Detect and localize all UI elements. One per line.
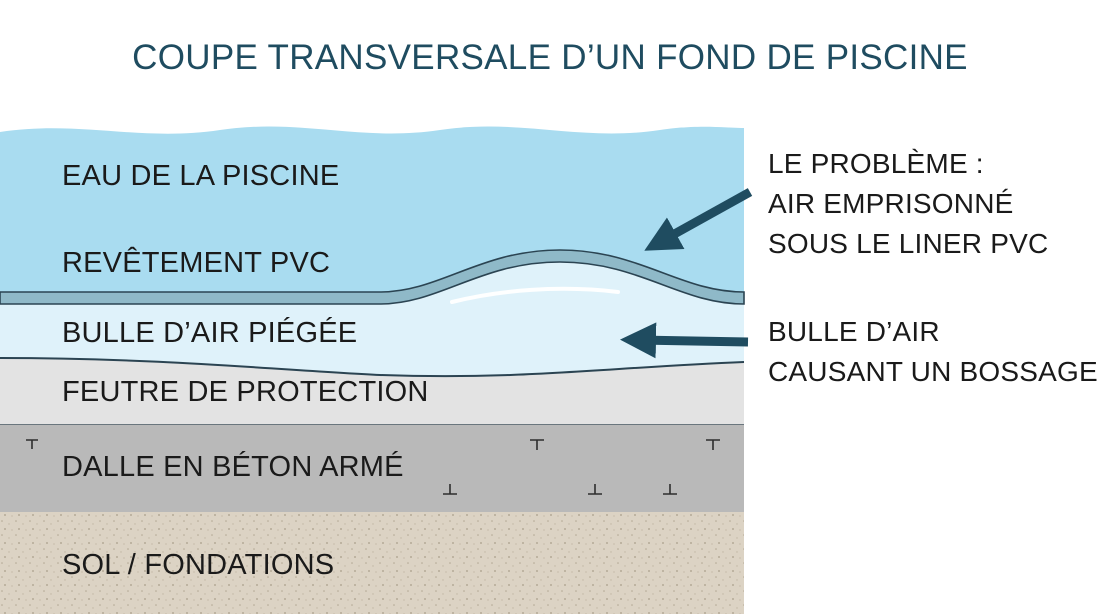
concrete-layer [0,424,744,512]
callout-bubble-line-1: BULLE D’AIR [768,316,940,347]
label-pvc-liner: REVÊTEMENT PVC [62,247,331,279]
label-concrete: DALLE EN BÉTON ARMÉ [62,451,404,483]
bubble-highlight [450,286,620,304]
pvc-liner [0,249,745,305]
label-felt: FEUTRE DE PROTECTION [62,376,429,408]
diagram-title: COUPE TRANSVERSALE D’UN FOND DE PISCINE [132,38,968,77]
callout-problem: LE PROBLÈME : AIR EMPRISONNÉ SOUS LE LIN… [768,144,1048,264]
soil-layer [0,512,744,614]
rebar-marks [26,439,720,495]
callout-bubble: BULLE D’AIR CAUSANT UN BOSSAGE [768,312,1098,392]
label-soil: SOL / FONDATIONS [62,549,335,581]
callout-problem-line-1: LE PROBLÈME : [768,148,984,179]
bubble-arrow [620,322,749,359]
label-air-bubble: BULLE D’AIR PIÉGÉE [62,317,358,349]
water-layer [0,126,744,293]
callout-problem-line-3: SOUS LE LINER PVC [768,228,1049,259]
label-water: EAU DE LA PISCINE [62,160,340,192]
problem-arrow [644,188,753,251]
bubble-bottom-edge [0,357,745,378]
callout-bubble-line-2: CAUSANT UN BOSSAGE [768,356,1098,387]
callout-problem-line-2: AIR EMPRISONNÉ [768,188,1014,219]
